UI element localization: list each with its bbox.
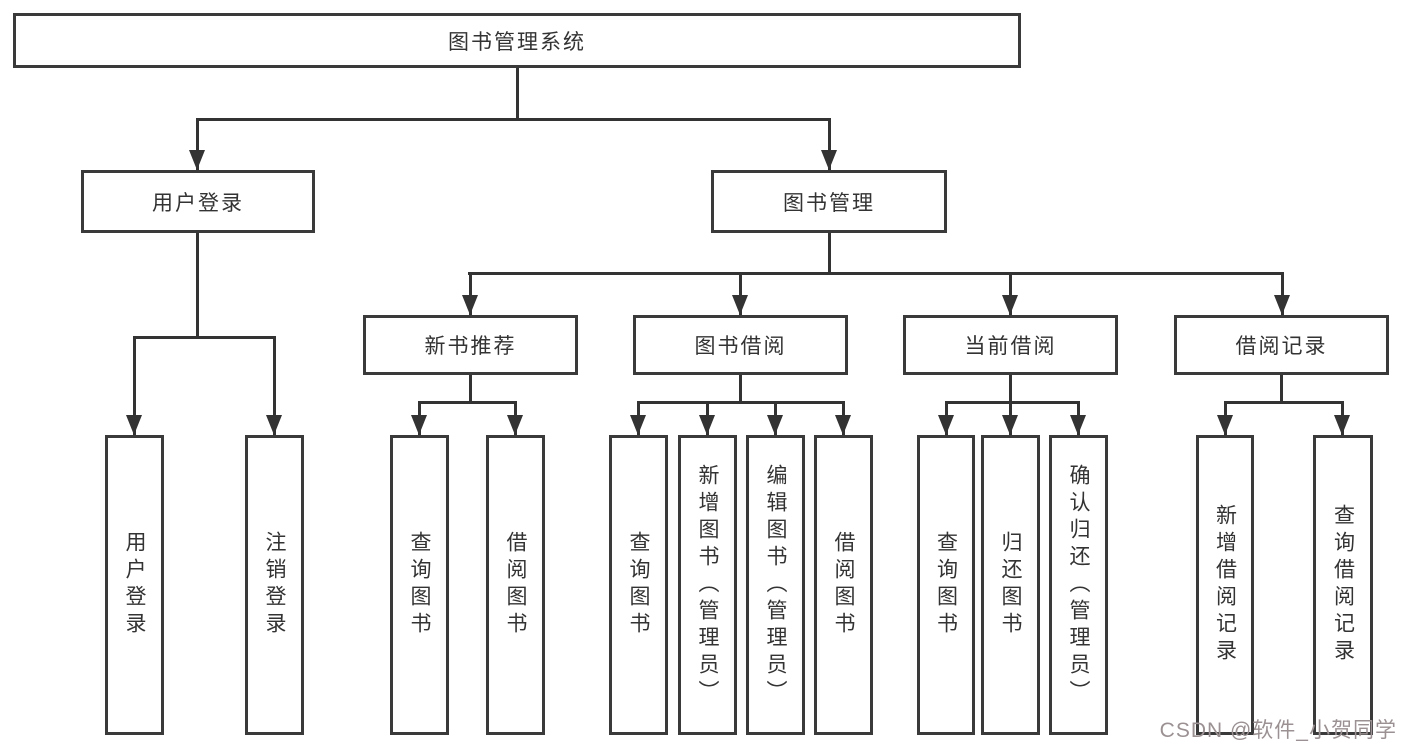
connector-book-mgmt-stem <box>828 233 831 274</box>
connector-stem <box>1009 375 1012 404</box>
leaf-add-books-admin-label: 新增图书（管理员） <box>696 463 719 707</box>
arrow-down-icon <box>699 415 715 435</box>
connector-user-login-rail <box>133 336 276 339</box>
leaf-logout: 注销登录 <box>245 435 304 735</box>
node-current-borrowing-label: 当前借阅 <box>964 335 1057 358</box>
leaf-query-books-3-label: 查询图书 <box>934 531 958 639</box>
leaf-borrow-books-1-label: 借阅图书 <box>504 531 527 639</box>
leaf-query-books-1-label: 查询图书 <box>408 531 431 639</box>
connector-rail <box>418 401 517 404</box>
leaf-add-books-admin: 新增图书（管理员） <box>678 435 737 735</box>
leaf-confirm-return-admin: 确认归还（管理员） <box>1049 435 1108 735</box>
arrow-down-icon <box>1002 295 1018 315</box>
node-user-login: 用户登录 <box>81 170 315 233</box>
node-book-management-label: 图书管理 <box>783 191 875 215</box>
arrow-down-icon <box>1274 295 1290 315</box>
arrow-down-icon <box>767 415 783 435</box>
connector-drop-book-borrow <box>739 272 742 315</box>
leaf-add-borrow-record: 新增借阅记录 <box>1196 435 1254 735</box>
arrow-down-icon <box>266 415 282 435</box>
leaf-edit-books-admin: 编辑图书（管理员） <box>746 435 805 735</box>
arrow-down-icon <box>411 415 427 435</box>
arrow-down-icon <box>732 295 748 315</box>
node-new-book-recommend: 新书推荐 <box>363 315 578 375</box>
connector-drop-leaf <box>273 336 276 435</box>
leaf-return-books: 归还图书 <box>981 435 1040 735</box>
leaf-user-login: 用户登录 <box>105 435 164 735</box>
csdn-watermark: CSDN @软件_小贺同学 <box>1159 719 1397 742</box>
connector-user-login-stem <box>196 233 199 337</box>
connector-drop-book-mgmt <box>828 118 831 170</box>
leaf-query-borrow-record: 查询借阅记录 <box>1313 435 1373 735</box>
leaf-borrow-books-2: 借阅图书 <box>814 435 873 735</box>
arrow-down-icon <box>835 415 851 435</box>
arrow-down-icon <box>630 415 646 435</box>
leaf-query-borrow-record-label: 查询借阅记录 <box>1331 504 1355 666</box>
arrow-down-icon <box>189 150 205 170</box>
node-borrowing-records: 借阅记录 <box>1174 315 1389 375</box>
arrow-down-icon <box>126 415 142 435</box>
leaf-user-login-label: 用户登录 <box>123 531 146 639</box>
node-root: 图书管理系统 <box>13 13 1021 68</box>
connector-rail <box>637 401 844 404</box>
leaf-query-books-2: 查询图书 <box>609 435 668 735</box>
arrow-down-icon <box>507 415 523 435</box>
arrow-down-icon <box>1002 415 1018 435</box>
arrow-down-icon <box>1070 415 1086 435</box>
leaf-borrow-books-1: 借阅图书 <box>486 435 545 735</box>
connector-root-stem <box>516 68 519 118</box>
connector-rail <box>1224 401 1343 404</box>
leaf-return-books-label: 归还图书 <box>999 531 1022 639</box>
node-current-borrowing: 当前借阅 <box>903 315 1118 375</box>
connector-drop-leaf <box>133 336 136 435</box>
connector-level2-rail <box>196 118 831 121</box>
connector-drop-borrow-records <box>1281 272 1284 315</box>
leaf-query-books-2-label: 查询图书 <box>627 531 650 639</box>
node-new-book-recommend-label: 新书推荐 <box>424 335 517 358</box>
connector-level3-rail <box>468 272 1284 275</box>
connector-drop-user-login <box>196 118 199 170</box>
leaf-borrow-books-2-label: 借阅图书 <box>832 531 855 639</box>
connector-drop-new-books <box>469 272 472 315</box>
leaf-logout-label: 注销登录 <box>263 531 286 639</box>
node-user-login-label: 用户登录 <box>152 191 244 215</box>
node-book-management: 图书管理 <box>711 170 947 233</box>
leaf-query-books-1: 查询图书 <box>390 435 449 735</box>
leaf-query-books-3: 查询图书 <box>917 435 975 735</box>
leaf-edit-books-admin-label: 编辑图书（管理员） <box>764 463 787 707</box>
arrow-down-icon <box>1334 415 1350 435</box>
connector-stem <box>1280 375 1283 404</box>
arrow-down-icon <box>938 415 954 435</box>
connector-stem <box>469 375 472 404</box>
node-borrowing-records-label: 借阅记录 <box>1235 335 1328 358</box>
node-book-borrowing: 图书借阅 <box>633 315 848 375</box>
node-root-label: 图书管理系统 <box>448 30 586 54</box>
arrow-down-icon <box>462 295 478 315</box>
arrow-down-icon <box>821 150 837 170</box>
connector-rail <box>945 401 1079 404</box>
node-book-borrowing-label: 图书借阅 <box>694 335 787 358</box>
leaf-add-borrow-record-label: 新增借阅记录 <box>1213 504 1237 666</box>
connector-stem <box>739 375 742 404</box>
connector-drop-current-borrow <box>1009 272 1012 315</box>
arrow-down-icon <box>1217 415 1233 435</box>
leaf-confirm-return-admin-label: 确认归还（管理员） <box>1067 463 1090 707</box>
